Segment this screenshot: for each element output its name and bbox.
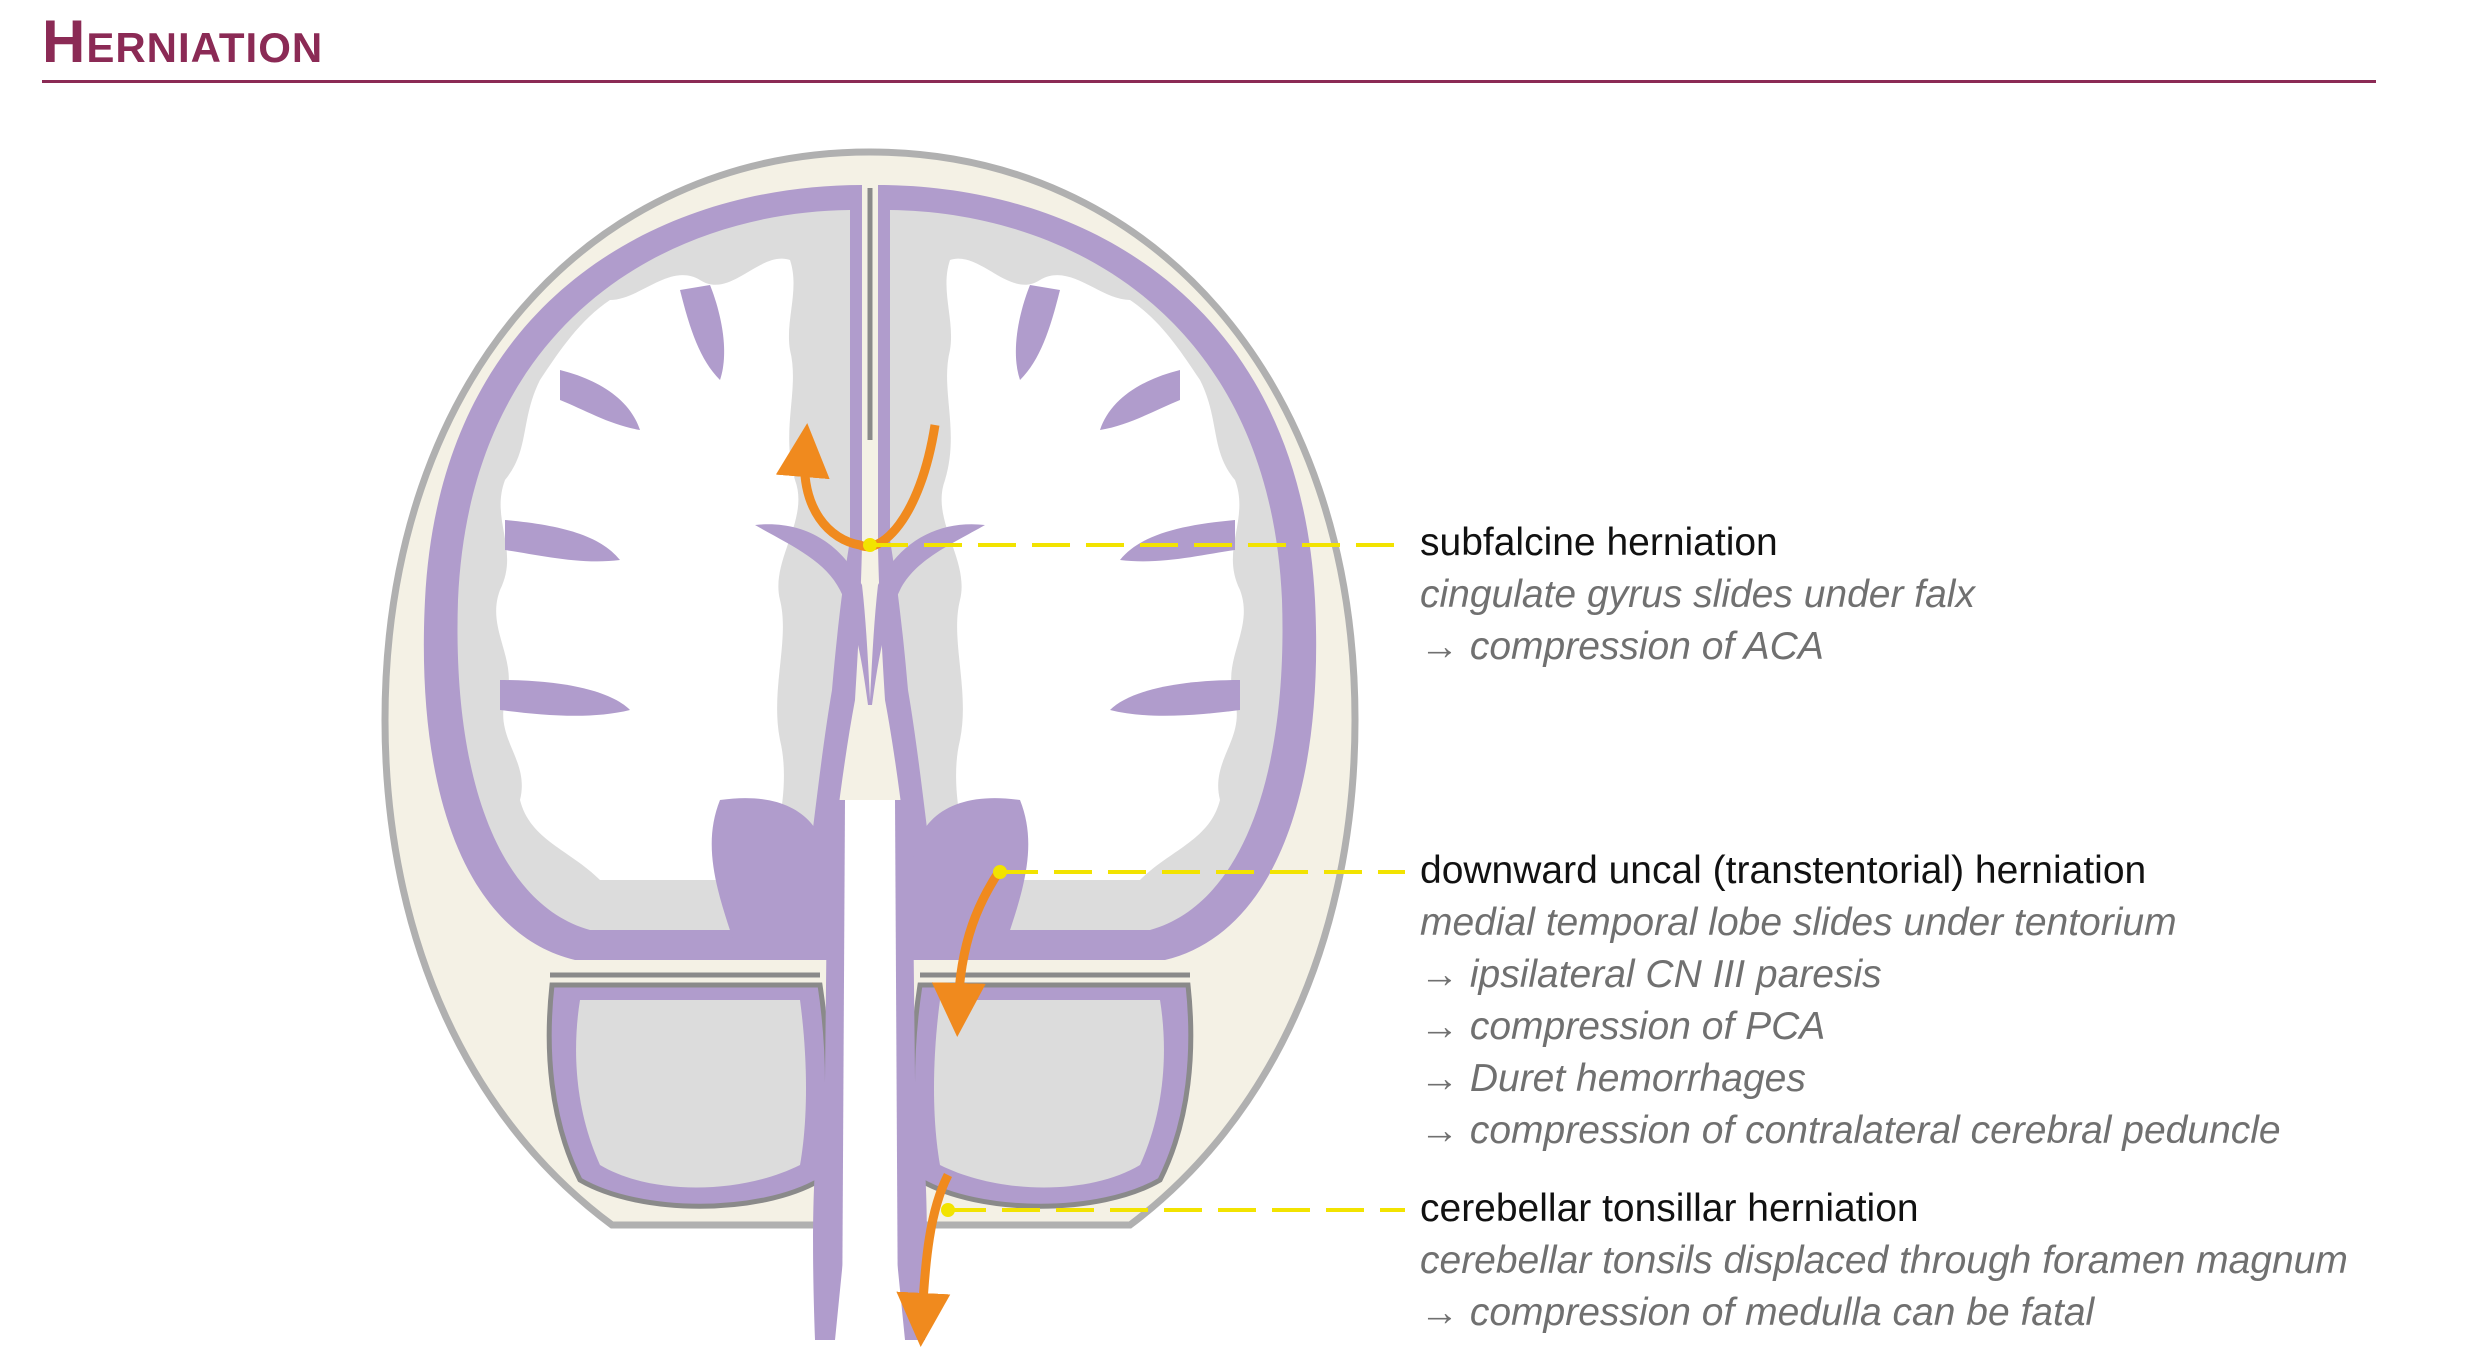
label-line: → Duret hemorrhages: [1420, 1057, 1806, 1100]
label-line: cingulate gyrus slides under falx: [1420, 573, 1975, 616]
uncal-arrow: [931, 867, 1004, 1037]
right-white-matter: [941, 258, 1244, 880]
cerebellar-folia: [576, 1000, 1164, 1188]
leader-lines: [870, 543, 1405, 1212]
label-line: → compression of medulla can be fatal: [1420, 1291, 2095, 1334]
label-line: → ipsilateral CN III paresis: [1420, 953, 1882, 996]
sulci: [500, 285, 1240, 716]
uncal-label: downward uncal (transtentorial) herniati…: [1420, 845, 2281, 1157]
tonsillar-arrow: [896, 1172, 953, 1347]
leader-dots: [863, 538, 1007, 1217]
subfalcine-label: subfalcine herniation cingulate gyrus sl…: [1420, 517, 1975, 673]
label-title: downward uncal (transtentorial) herniati…: [1420, 849, 2147, 892]
title-divider: [42, 80, 2376, 83]
label-line: medial temporal lobe slides under tentor…: [1420, 901, 2177, 944]
label-line: → compression of ACA: [1420, 625, 1824, 668]
label-line: → compression of PCA: [1420, 1005, 1826, 1048]
subfalcine-arrow: [775, 423, 940, 551]
brainstem-core: [842, 800, 898, 1340]
page-title: Herniation: [42, 8, 324, 75]
label-line: cerebellar tonsils displaced through for…: [1420, 1239, 2348, 1282]
label-line: → compression of contralateral cerebral …: [1420, 1109, 2281, 1152]
tonsillar-label: cerebellar tonsillar herniation cerebell…: [1420, 1183, 2348, 1339]
right-temporal-lobe: [911, 798, 1029, 960]
label-title: subfalcine herniation: [1420, 521, 1778, 564]
left-temporal-lobe: [711, 798, 829, 960]
left-white-matter: [496, 258, 799, 880]
label-title: cerebellar tonsillar herniation: [1420, 1187, 1919, 1230]
